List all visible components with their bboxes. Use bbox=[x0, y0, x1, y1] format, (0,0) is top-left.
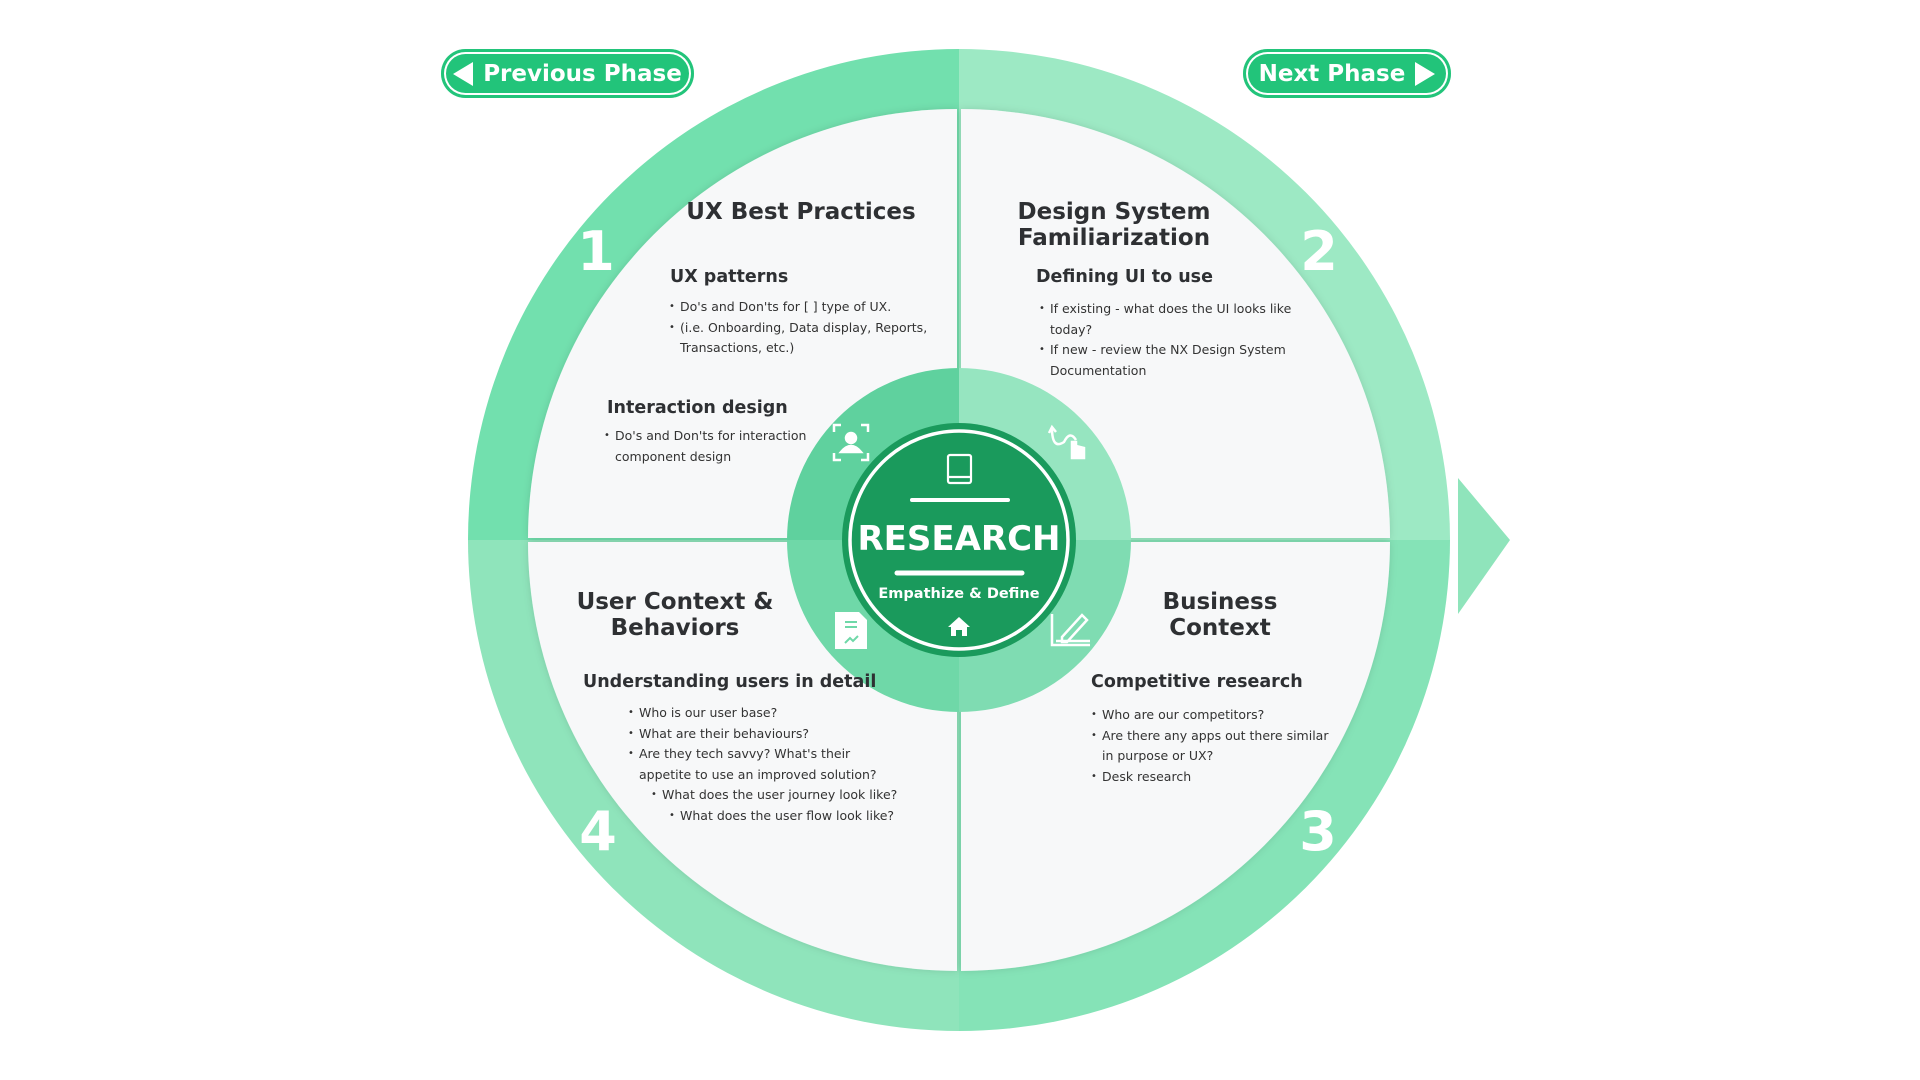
title-line: Context bbox=[1169, 615, 1271, 641]
bullet-list: Do's and Don'ts for [ ] type of UX. (i.e… bbox=[669, 297, 927, 359]
list-item-continued: appetite to use an improved solution? bbox=[639, 766, 877, 782]
step-number-3: 3 bbox=[1299, 800, 1337, 863]
list-item: Do's and Don'ts for interaction bbox=[604, 426, 806, 447]
list-item: Desk research bbox=[1091, 767, 1328, 788]
list-item: Are there any apps out there similar bbox=[1091, 726, 1328, 747]
list-item-continued: Transactions, etc.) bbox=[680, 340, 795, 355]
center-title: RESEARCH bbox=[857, 519, 1061, 559]
cycle-arrow-tip bbox=[1458, 478, 1510, 614]
title-line: Familiarization bbox=[1017, 225, 1211, 251]
list-item: (i.e. Onboarding, Data display, Reports, bbox=[669, 318, 927, 339]
center-subtitle: Empathize & Define bbox=[878, 586, 1040, 602]
previous-phase-button[interactable]: Previous Phase bbox=[441, 49, 694, 98]
next-phase-label: Next Phase bbox=[1258, 60, 1406, 87]
step-number-1: 1 bbox=[577, 220, 615, 283]
swipe-hand-icon bbox=[1047, 424, 1086, 460]
list-item: Who is our user base? bbox=[628, 703, 897, 724]
step-number-2: 2 bbox=[1300, 220, 1338, 283]
book-icon bbox=[946, 453, 973, 485]
arrow-right-icon bbox=[1415, 61, 1436, 86]
list-item: Do's and Don'ts for [ ] type of UX. bbox=[669, 297, 927, 318]
bullet-list: Do's and Don'ts for interaction componen… bbox=[604, 426, 806, 467]
section-heading: Interaction design bbox=[607, 398, 788, 418]
quadrant-3-title: Business Context bbox=[1163, 589, 1278, 641]
title-line: Behaviors bbox=[610, 615, 740, 641]
list-item-continued: component design bbox=[615, 448, 732, 464]
step-number-4: 4 bbox=[579, 800, 617, 863]
bullet-list: If existing - what does the UI looks lik… bbox=[1039, 299, 1291, 381]
list-item: If new - review the NX Design System bbox=[1039, 340, 1291, 361]
list-item-continued: in purpose or UX? bbox=[1102, 748, 1214, 763]
list-item-continued: Documentation bbox=[1050, 362, 1147, 378]
quadrant-2-title: Design System Familiarization bbox=[1018, 199, 1211, 251]
next-phase-button[interactable]: Next Phase bbox=[1243, 49, 1451, 98]
list-item: Who are our competitors? bbox=[1091, 705, 1328, 726]
list-item: If existing - what does the UI looks lik… bbox=[1039, 299, 1291, 320]
section-heading: Competitive research bbox=[1091, 672, 1303, 692]
quadrant-1-title: UX Best Practices bbox=[686, 199, 916, 225]
document-chart-icon bbox=[835, 612, 867, 649]
bullet-list: Who are our competitors? Are there any a… bbox=[1091, 705, 1328, 787]
list-item: What are their behaviours? bbox=[628, 724, 897, 745]
title-line: User Context & bbox=[576, 589, 774, 615]
list-item-continued: today? bbox=[1050, 321, 1093, 337]
center-circle bbox=[842, 423, 1076, 657]
bullet-list: Who is our user base? What are their beh… bbox=[628, 703, 897, 826]
arrow-left-icon bbox=[453, 61, 474, 86]
section-heading: Understanding users in detail bbox=[583, 672, 877, 692]
quadrant-4-title: User Context & Behaviors bbox=[577, 589, 774, 641]
user-focus-icon bbox=[832, 423, 870, 462]
title-line: Business bbox=[1162, 589, 1278, 615]
list-item: Are they tech savvy? What's their bbox=[628, 744, 897, 765]
section-heading: UX patterns bbox=[670, 267, 789, 287]
chart-pen-icon bbox=[1050, 613, 1090, 647]
home-icon bbox=[948, 617, 970, 636]
section-heading: Defining UI to use bbox=[1036, 267, 1213, 287]
title-line: Design System bbox=[1017, 199, 1211, 225]
previous-phase-label: Previous Phase bbox=[483, 60, 682, 87]
list-item-nested: What does the user journey look like? bbox=[651, 785, 897, 806]
list-item-nested: What does the user flow look like? bbox=[669, 806, 897, 827]
